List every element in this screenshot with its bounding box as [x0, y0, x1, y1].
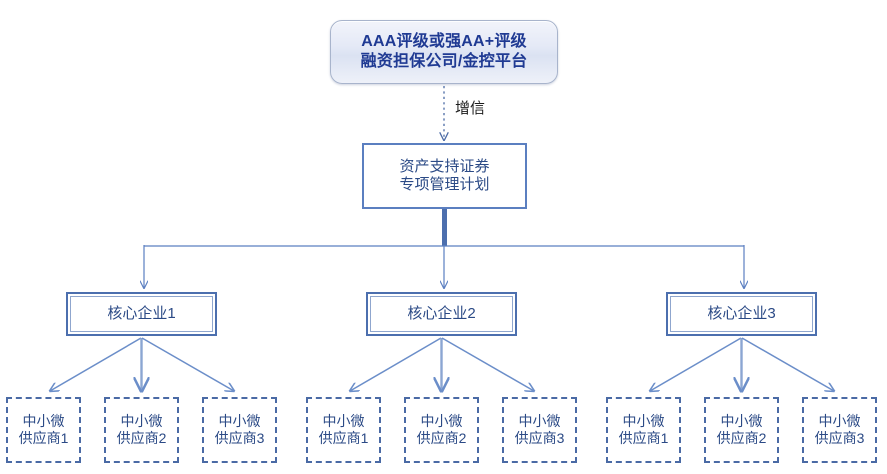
supplier-node-5[interactable]: 中小微 供应商2	[404, 397, 479, 463]
credit-enhancement-label: 增信	[455, 100, 486, 117]
core-enterprise-label-3: 核心企业3	[707, 304, 776, 322]
core-enterprise-label-1: 核心企业1	[107, 304, 176, 322]
edge-core-3-to-suppliers	[650, 337, 834, 391]
edge-bus-to-core-enterprises	[144, 245, 744, 288]
supplier-line-4-b: 供应商1	[318, 430, 369, 446]
core-enterprise-label-2: 核心企业2	[407, 304, 476, 322]
supplier-line-7-b: 供应商1	[618, 430, 669, 446]
supplier-line-6-b: 供应商3	[514, 430, 565, 446]
abs-plan-node[interactable]: 资产支持证券 专项管理计划	[362, 143, 527, 209]
supplier-line-1-a: 中小微	[22, 412, 65, 429]
supplier-line-4-a: 中小微	[322, 412, 365, 429]
supplier-node-1[interactable]: 中小微 供应商1	[6, 397, 81, 463]
supplier-node-8[interactable]: 中小微 供应商2	[704, 397, 779, 463]
supplier-line-9-a: 中小微	[818, 412, 861, 429]
supplier-line-8-a: 中小微	[720, 412, 763, 429]
supplier-line-5-b: 供应商2	[416, 430, 467, 446]
supplier-line-2-a: 中小微	[120, 412, 163, 429]
supplier-line-9-b: 供应商3	[814, 430, 865, 446]
abs-plan-line-1: 资产支持证券	[399, 157, 490, 175]
supplier-line-7-a: 中小微	[622, 412, 665, 429]
core-enterprise-node-3[interactable]: 核心企业3	[666, 292, 817, 336]
edge-core-1-to-suppliers	[50, 337, 234, 391]
supplier-line-8-b: 供应商2	[716, 430, 767, 446]
guarantor-line-1: AAA评级或强AA+评级	[361, 33, 527, 51]
supplier-node-3[interactable]: 中小微 供应商3	[202, 397, 277, 463]
core-enterprise-node-1[interactable]: 核心企业1	[66, 292, 217, 336]
supplier-node-4[interactable]: 中小微 供应商1	[306, 397, 381, 463]
guarantor-line-2: 融资担保公司/金控平台	[360, 53, 528, 70]
supplier-line-2-b: 供应商2	[116, 430, 167, 446]
supplier-line-3-a: 中小微	[218, 412, 261, 429]
supplier-node-6[interactable]: 中小微 供应商3	[502, 397, 577, 463]
supplier-line-3-b: 供应商3	[214, 430, 265, 446]
core-enterprise-node-2[interactable]: 核心企业2	[366, 292, 517, 336]
abs-plan-line-2: 专项管理计划	[399, 176, 490, 193]
supplier-line-6-a: 中小微	[518, 412, 561, 429]
supplier-node-9[interactable]: 中小微 供应商3	[802, 397, 877, 463]
supplier-line-5-a: 中小微	[420, 412, 463, 429]
supplier-node-7[interactable]: 中小微 供应商1	[606, 397, 681, 463]
supplier-line-1-b: 供应商1	[18, 430, 69, 446]
edge-core-2-to-suppliers	[350, 337, 534, 391]
supplier-node-2[interactable]: 中小微 供应商2	[104, 397, 179, 463]
guarantor-node[interactable]: AAA评级或强AA+评级 融资担保公司/金控平台	[330, 20, 558, 84]
